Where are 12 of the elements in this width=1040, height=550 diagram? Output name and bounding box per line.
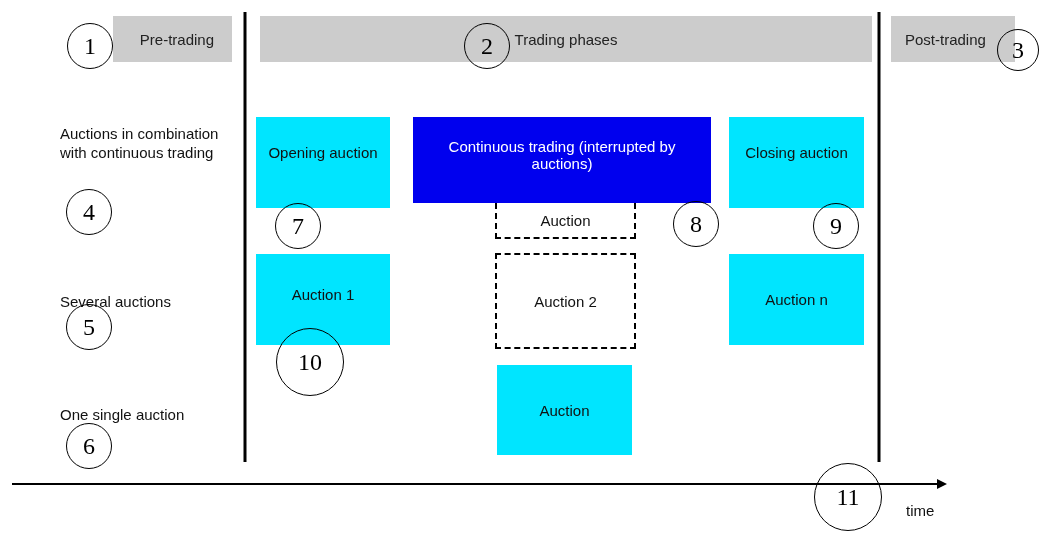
row-label: One single auction <box>60 405 185 424</box>
header-band: Pre-trading <box>113 16 232 62</box>
box-label: Auction 2 <box>533 292 598 310</box>
phase-box: Auction <box>497 365 632 455</box>
axis-label: time <box>906 501 935 520</box>
phase-box: Auction n <box>729 254 864 345</box>
phase-box: Closing auction <box>729 117 864 208</box>
phase-box: Auction 1 <box>256 254 390 345</box>
phase-box: Continuous trading (interrupted by auctions) <box>413 117 711 203</box>
row-label: Auctions in combination with continuous trading <box>60 124 220 162</box>
box-label: Auction <box>539 211 592 229</box>
phase-box: Opening auction <box>256 117 390 208</box>
